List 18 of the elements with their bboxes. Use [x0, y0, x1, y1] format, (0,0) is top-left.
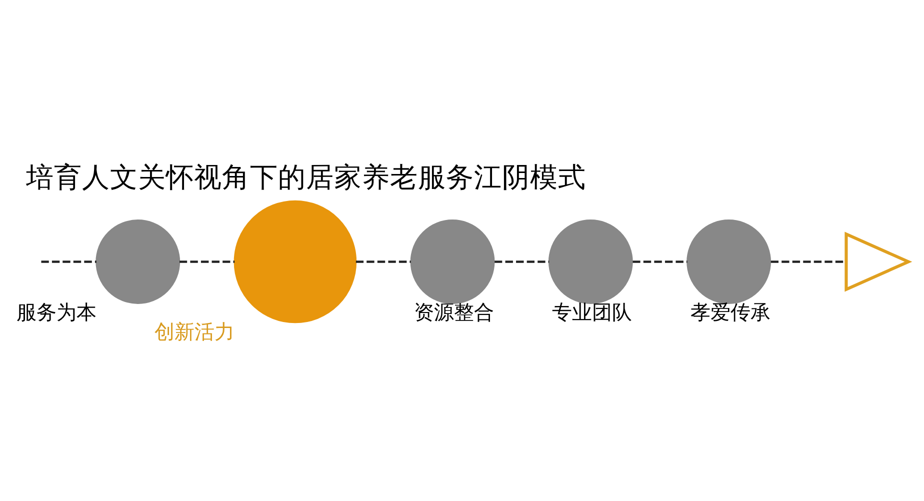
picture	[844, 231, 912, 292]
connector	[770, 260, 846, 262]
node-label: 资源整合	[414, 300, 494, 324]
connector	[40, 260, 96, 262]
node-label: 专业团队	[552, 300, 632, 324]
connector	[494, 260, 549, 262]
node-circle	[95, 219, 180, 304]
node-label: 服务为本	[16, 300, 96, 324]
connector	[355, 260, 410, 262]
diagram-title: 培育人文关怀视角下的居家养老服务江阴模式	[25, 160, 586, 193]
node-label: 创新活力	[154, 318, 234, 343]
node-circle	[686, 219, 771, 304]
connector	[179, 260, 234, 262]
node-circle	[548, 219, 632, 304]
connector	[632, 260, 687, 262]
node-circle	[410, 219, 494, 304]
node-circle	[233, 200, 356, 323]
node-label: 孝爱传承	[690, 300, 770, 324]
